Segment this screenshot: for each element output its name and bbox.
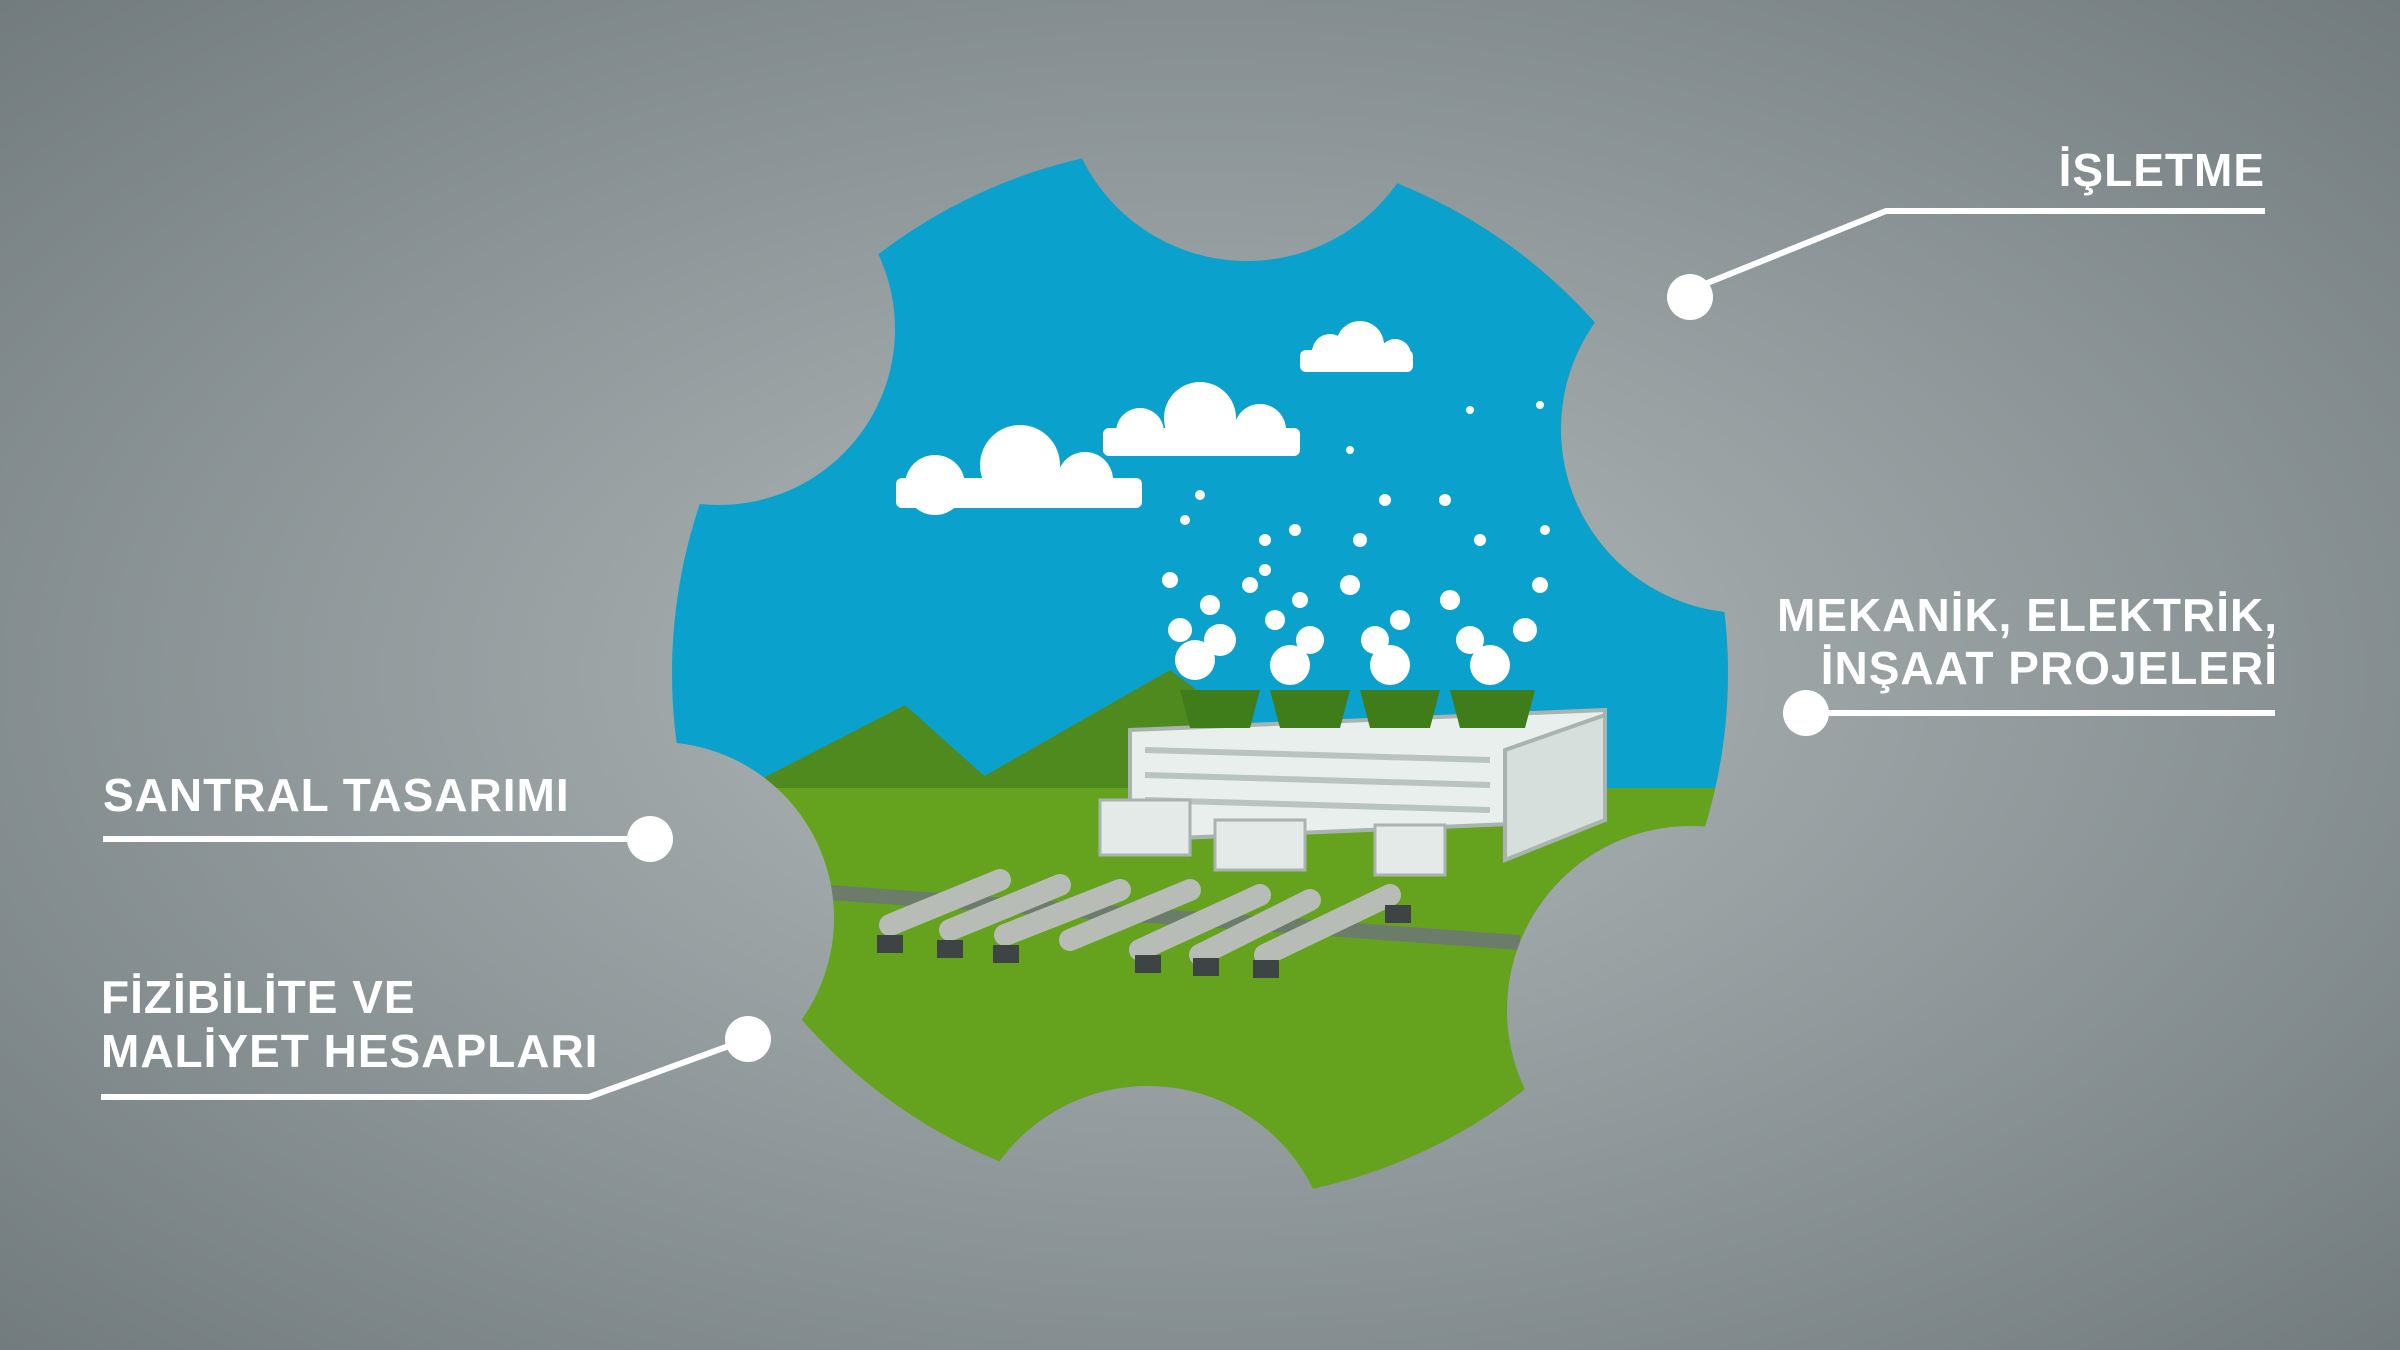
pipes (879, 869, 1401, 966)
callout-mekanik: MEKANİK, ELEKTRİK, İNŞAAT PROJELERİ (1777, 589, 2278, 736)
callout-fizibilite: FİZİBİLİTE VE MALİYET HESAPLARI (101, 971, 771, 1100)
connector-line (1688, 208, 2265, 293)
label-fizibilite-line1: FİZİBİLİTE VE (101, 971, 416, 1023)
turbine (1098, 798, 1447, 877)
callout-isletme: İŞLETME (1667, 144, 2265, 320)
connector-dot (725, 1016, 771, 1062)
label-fizibilite-line2: MALİYET HESAPLARI (101, 1025, 598, 1077)
ground (600, 788, 1800, 1350)
label-mekanik-line2: İNŞAAT PROJELERİ (1821, 642, 2278, 694)
label-isletme: İŞLETME (2059, 144, 2265, 196)
power-plant (877, 690, 1607, 978)
cloud (1300, 321, 1413, 372)
steam (1162, 401, 1550, 685)
connector-line (101, 1036, 750, 1100)
gear-scene (600, 100, 1800, 1350)
mountain (740, 705, 1000, 790)
pipe-supports (877, 905, 1411, 978)
connector-dot (627, 816, 673, 862)
connector-dot (1783, 690, 1829, 736)
clouds (896, 321, 1413, 515)
cloud (1103, 382, 1300, 456)
cooling-fans (1180, 690, 1535, 728)
connector-dot (1667, 274, 1713, 320)
callout-santral: SANTRAL TASARIMI (103, 769, 673, 862)
cloud (896, 425, 1142, 515)
label-santral: SANTRAL TASARIMI (103, 769, 570, 821)
label-mekanik-line1: MEKANİK, ELEKTRİK, (1777, 589, 2278, 641)
